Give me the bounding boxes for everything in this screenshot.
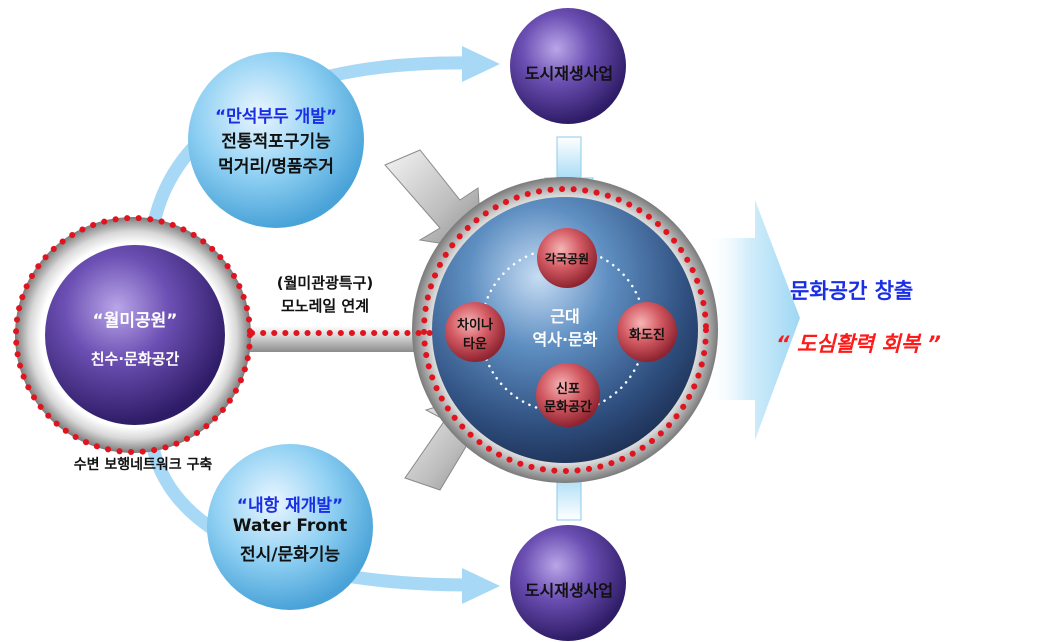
node-right-label: 화도진 (629, 328, 665, 343)
node-top-sphere (537, 228, 597, 288)
center-line2: 역사·문화 (532, 330, 598, 349)
flow-arrowhead-top (462, 46, 500, 82)
center-dotted-ring (421, 186, 709, 474)
wolmi-subtitle: 친수·문화공간 (90, 350, 180, 368)
tourism-line1: (월미관광특구) (276, 274, 374, 292)
node-left-sphere (445, 302, 505, 362)
connector-bar (230, 326, 445, 352)
wolmi-title: “월미공원” (92, 311, 178, 331)
mansuk-line1: 전통적포구기능 (221, 132, 331, 152)
node-right-sphere (617, 302, 677, 362)
naehang-line1: Water Front (232, 516, 348, 536)
result-line1: 문화공간 창출 (790, 279, 914, 303)
urban-regen-bottom-sphere (510, 525, 626, 641)
urban-regen-bottom-label: 도시재생사업 (524, 581, 614, 600)
result-arrow (705, 200, 800, 440)
node-left-label-1: 차이나 (457, 318, 493, 333)
urban-regen-top-label: 도시재생사업 (524, 64, 614, 83)
waterside-label: 수변 보행네트워크 구축 (73, 457, 213, 473)
node-top-label: 각국공원 (544, 252, 590, 266)
naehang-title: “내항 재개발” (236, 496, 344, 516)
mansuk-sphere (188, 52, 364, 228)
wolmi-sphere (45, 245, 225, 425)
center-line1: 근대 (550, 307, 580, 326)
center-sphere (432, 197, 698, 463)
mansuk-title: “만석부두 개발” (214, 107, 338, 127)
result-line2: “ 도심활력 회복 ” (776, 332, 941, 356)
naehang-sphere (207, 444, 373, 610)
node-bottom-label-1: 신포 (556, 382, 580, 397)
node-bottom-label-2: 문화공간 (544, 400, 592, 415)
node-left-label-2: 타운 (463, 337, 487, 352)
flow-arrowhead-bottom (462, 568, 500, 604)
node-bottom-sphere (536, 363, 600, 427)
naehang-line2: 전시/문화기능 (239, 545, 341, 565)
urban-regen-top-sphere (510, 8, 626, 124)
mansuk-line2: 먹거리/명품주거 (218, 157, 334, 177)
tourism-line2: 모노레일 연계 (280, 297, 370, 315)
